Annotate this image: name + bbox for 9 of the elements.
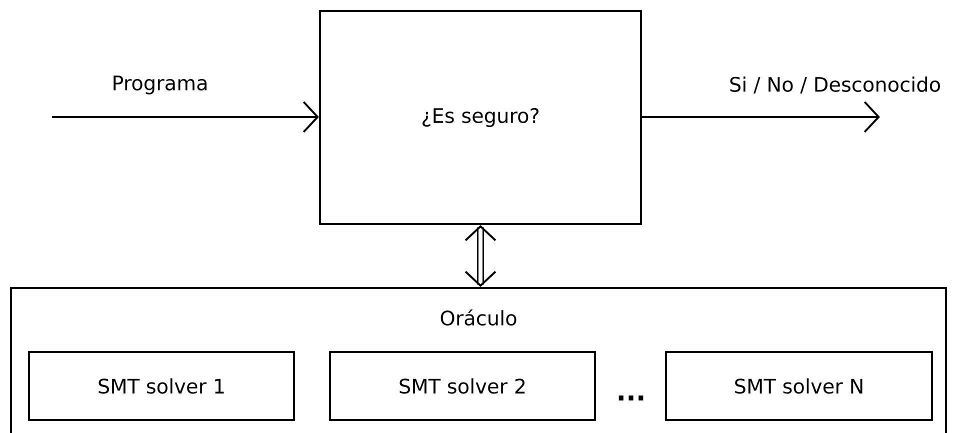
edge-label: Si / No / Desconocido	[730, 76, 940, 94]
solver-box: SMT solver N	[665, 350, 933, 421]
arrow	[52, 101, 319, 133]
solver-box: SMT solver 2	[329, 350, 596, 421]
process-box: ¿Es seguro?	[319, 10, 642, 225]
arrow	[642, 101, 880, 133]
ellipsis: ...	[618, 396, 644, 400]
edge-label: Programa	[114, 76, 207, 94]
solver-box: SMT solver 1	[28, 350, 295, 421]
